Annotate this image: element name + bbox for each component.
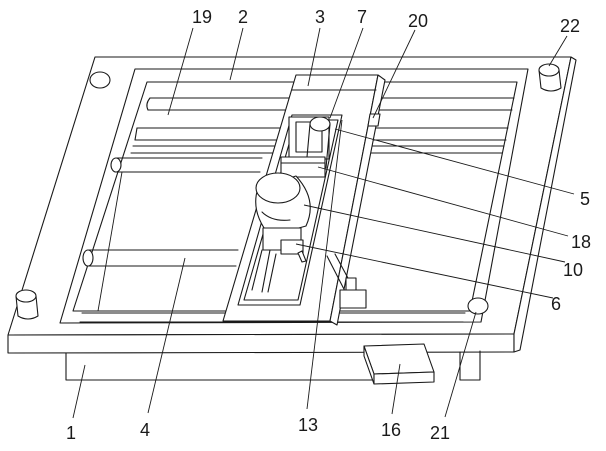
label-1: 1 [66, 423, 76, 443]
label-19: 19 [192, 7, 212, 27]
label-20: 20 [408, 11, 428, 31]
label-22: 22 [560, 16, 580, 36]
label-2: 2 [238, 7, 248, 27]
label-6: 6 [551, 294, 561, 314]
label-5: 5 [580, 189, 590, 209]
motor [255, 172, 311, 237]
switch-box [363, 343, 435, 385]
label-10: 10 [563, 260, 583, 280]
label-16: 16 [381, 420, 401, 440]
label-3: 3 [315, 7, 325, 27]
label-21: 21 [430, 423, 450, 443]
label-4: 4 [140, 420, 150, 440]
corner-bolts [15, 63, 562, 320]
label-18: 18 [571, 232, 591, 252]
label-13: 13 [298, 415, 318, 435]
stop-block [367, 113, 381, 127]
leader-lines [72, 27, 575, 419]
screw-block [280, 116, 331, 178]
label-7: 7 [357, 7, 367, 27]
reference-numerals: 19 2 3 7 20 22 5 18 10 6 1 4 13 16 21 [66, 7, 591, 443]
lower-slider [251, 227, 367, 309]
